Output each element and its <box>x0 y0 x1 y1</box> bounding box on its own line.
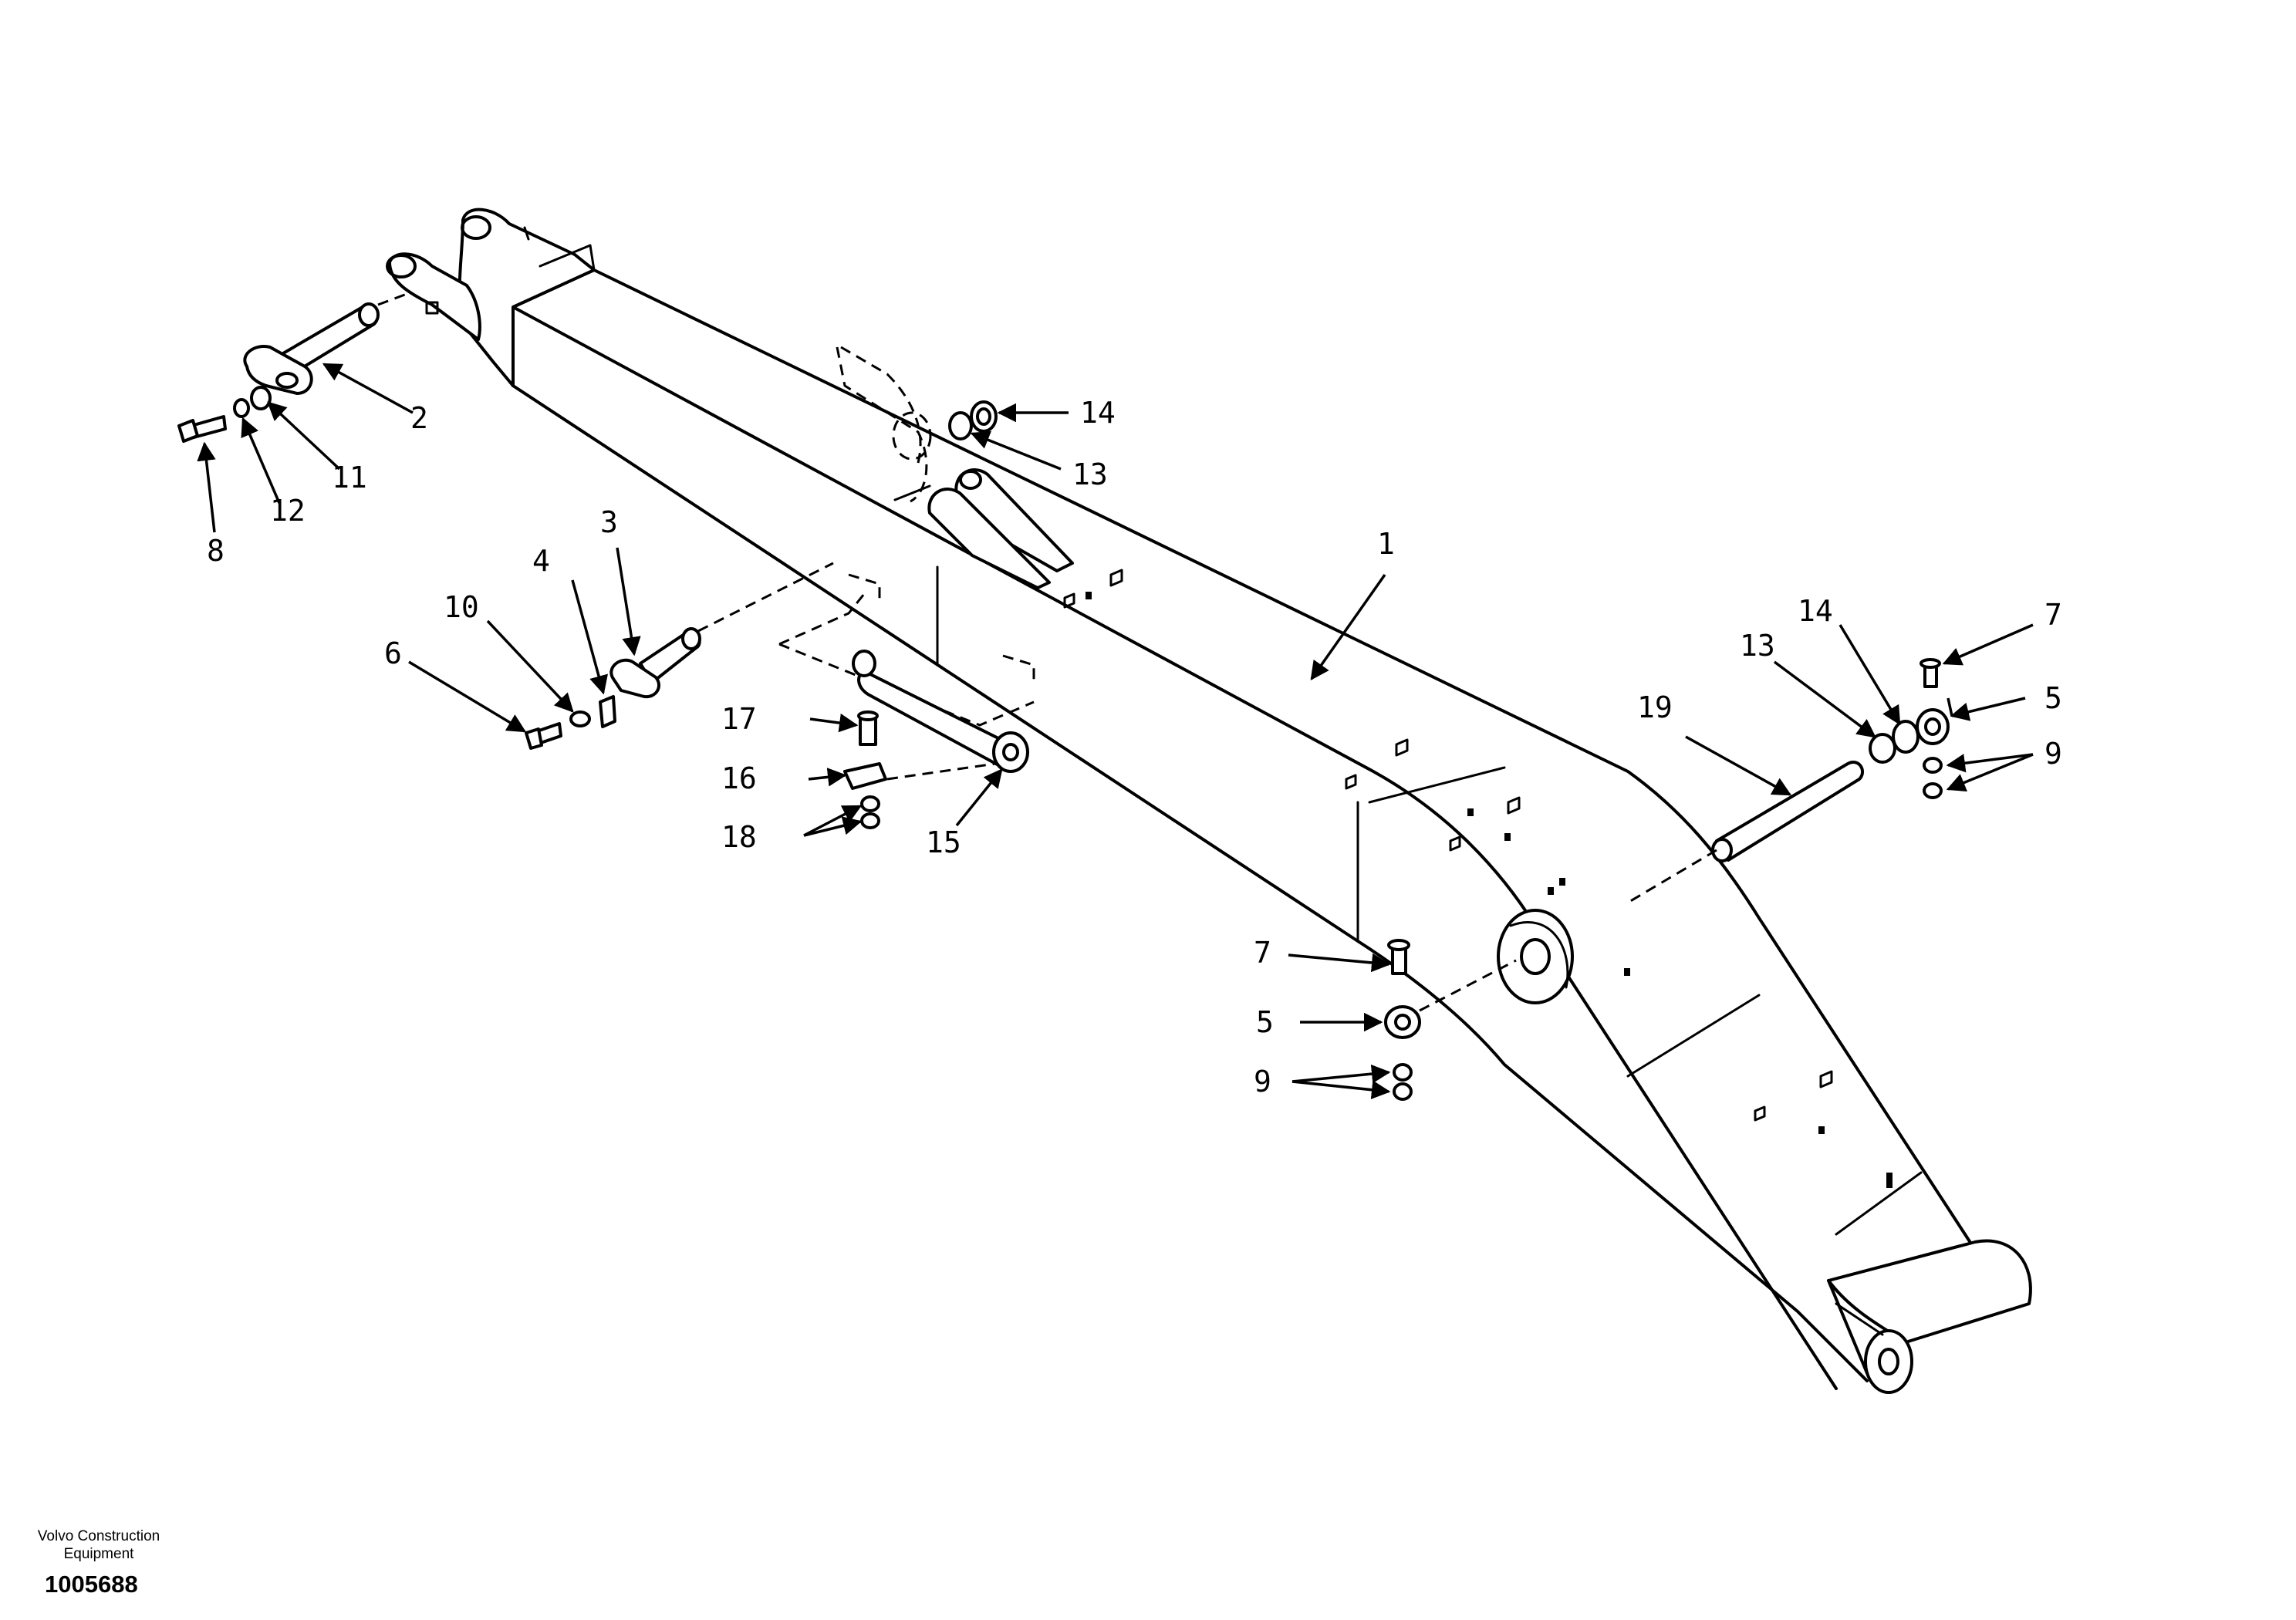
leader-9b <box>1292 1064 1391 1084</box>
callout-13a: 13 <box>1072 457 1108 491</box>
arm-head-clevis <box>386 208 596 387</box>
callout-6: 6 <box>384 636 402 670</box>
pin-2 <box>243 292 410 395</box>
leader-7a <box>1942 623 2034 666</box>
callout-14a: 14 <box>1080 396 1116 430</box>
fasteners-right <box>1869 658 1950 799</box>
leader-2 <box>322 363 414 414</box>
callout-3: 3 <box>600 505 618 539</box>
leader-9b2 <box>1292 1080 1391 1099</box>
leader-6 <box>408 660 527 733</box>
callout-7a: 7 <box>2044 598 2062 632</box>
callout-12: 12 <box>270 494 306 528</box>
callout-19: 19 <box>1637 690 1673 724</box>
pin-19 <box>1627 761 1864 904</box>
leader-19 <box>1685 735 1792 796</box>
leader-9a2 <box>1946 753 2034 791</box>
drawing-number: 1005688 <box>45 1571 138 1598</box>
callout-2: 2 <box>410 401 428 435</box>
callout-labels: 1 2 3 4 5 5 6 7 7 8 9 9 10 11 12 13 13 1… <box>207 396 2062 1099</box>
callout-11: 11 <box>332 461 367 494</box>
fasteners-8-11-12 <box>177 386 272 443</box>
phantom-outlines <box>778 346 1035 727</box>
leader-18a <box>803 805 863 837</box>
leader-7b <box>1288 953 1391 973</box>
callout-8: 8 <box>207 534 225 568</box>
leader-12 <box>241 417 281 504</box>
callout-5a: 5 <box>2044 681 2062 715</box>
callout-14b: 14 <box>1798 594 1833 628</box>
leader-18b <box>803 816 863 837</box>
callout-15: 15 <box>926 825 961 859</box>
link-bracket <box>893 468 1074 589</box>
leader-15 <box>955 768 1003 827</box>
leader-1 <box>1310 573 1386 681</box>
leader-9a <box>1946 753 2034 773</box>
cylinder-15 <box>852 650 1029 781</box>
leader-4 <box>571 579 608 695</box>
leader-lines <box>197 363 2034 1099</box>
leader-13a <box>970 430 1062 471</box>
leader-3 <box>616 547 641 656</box>
leader-17 <box>809 713 859 733</box>
callout-10: 10 <box>444 590 479 624</box>
fasteners-lower-center <box>1384 939 1517 1101</box>
company-name: Volvo Construction Equipment <box>37 1528 160 1562</box>
callout-9a: 9 <box>2044 737 2062 771</box>
callout-17: 17 <box>721 702 757 736</box>
leader-13b <box>1773 660 1876 738</box>
leader-8 <box>197 441 216 533</box>
leader-14b <box>1838 624 1901 726</box>
callout-18: 18 <box>721 820 757 854</box>
callout-13b: 13 <box>1740 629 1775 663</box>
leader-5a <box>1947 697 1953 717</box>
fasteners-16-17-18 <box>843 710 887 829</box>
callout-9b: 9 <box>1254 1065 1271 1099</box>
callout-4: 4 <box>532 544 550 578</box>
fasteners-4-6-10 <box>525 695 616 750</box>
leader-5a2 <box>1950 697 2026 721</box>
callout-16: 16 <box>721 761 757 795</box>
leader-16 <box>808 768 847 787</box>
pin-3 <box>609 562 834 699</box>
callout-5b: 5 <box>1256 1005 1274 1039</box>
leader-11 <box>267 401 341 471</box>
arm-body <box>512 268 2032 1394</box>
arm-brackets <box>1063 569 1893 1188</box>
callout-7b: 7 <box>1254 936 1271 970</box>
washers-13-14-upper <box>948 400 998 440</box>
leader-10 <box>486 619 574 713</box>
callout-1: 1 <box>1377 527 1395 561</box>
